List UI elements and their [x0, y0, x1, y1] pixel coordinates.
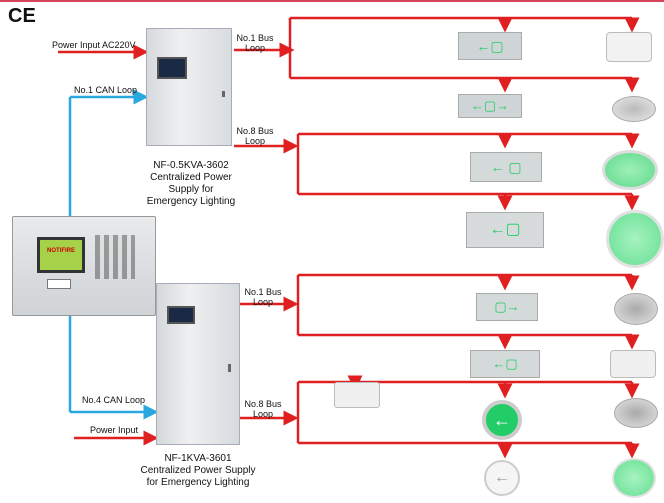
bus-top-1-label: No.1 Bus Loop	[232, 33, 278, 53]
exit-sign-5: ▢→	[476, 293, 538, 321]
cabinet-top-caption: NF-0.5KVA-3602 Centralized Power Supply …	[126, 160, 256, 208]
fire-controller: NOTIFIRE	[12, 216, 156, 316]
emergency-light-2	[610, 350, 656, 378]
emergency-light-1	[606, 32, 652, 62]
cabinet-bottom-display	[167, 306, 195, 324]
bus-bot-8-line1: No.8 Bus	[244, 399, 282, 409]
can-loop-1-label: No.1 CAN Loop	[74, 85, 138, 95]
bus-top-1-line2: Loop	[244, 43, 266, 53]
exit-sign-2: ←▢→	[458, 94, 522, 118]
bus-top-1-line1: No.1 Bus	[236, 33, 274, 43]
bus-bot-1-line1: No.1 Bus	[244, 287, 282, 297]
cabinet-bottom-desc2: for Emergency Lighting	[146, 477, 250, 488]
panel-light-green-2	[606, 210, 664, 268]
cabinet-top-desc2: Supply for	[168, 184, 214, 195]
exit-sign-6: ←▢	[470, 350, 540, 378]
top-rule	[0, 0, 664, 2]
bus-bot-1-label: No.1 Bus Loop	[240, 287, 286, 307]
ce-mark: CE	[8, 5, 36, 27]
controller-screen: NOTIFIRE	[37, 237, 85, 273]
cabinet-top-handle	[222, 91, 225, 97]
exit-sign-3: ← ▢	[470, 152, 542, 182]
downlight-2	[614, 293, 658, 325]
round-exit-sign-white: ←	[484, 460, 520, 496]
controller-keypad	[95, 235, 135, 279]
bus-top-8-line1: No.8 Bus	[236, 126, 274, 136]
cabinet-top-display	[157, 57, 187, 79]
bus-top-8-line2: Loop	[244, 136, 266, 146]
bus-bot-8-label: No.8 Bus Loop	[240, 399, 286, 419]
power-input-top-label: Power Input AC220V	[52, 40, 136, 50]
cabinet-top	[146, 28, 232, 146]
cabinet-top-desc1: Centralized Power	[150, 172, 232, 183]
bus-bot-8-line2: Loop	[252, 409, 274, 419]
round-exit-sign: ←	[482, 400, 522, 440]
downlight-3	[614, 398, 658, 428]
cabinet-bottom-model: NF-1KVA-3601	[164, 453, 232, 464]
can-loop-4-label: No.4 CAN Loop	[82, 395, 146, 405]
bus-bot-1-line2: Loop	[252, 297, 274, 307]
downlight-1	[612, 96, 656, 122]
exit-sign-1: ←▢	[458, 32, 522, 60]
controller-printer	[47, 279, 71, 289]
panel-light-green-3	[612, 458, 656, 498]
exit-sign-4: ←▢	[466, 212, 544, 248]
panel-light-green-1	[602, 150, 658, 190]
ceiling-light-small	[334, 382, 380, 408]
cabinet-bottom-desc1: Centralized Power Supply	[140, 465, 256, 476]
cabinet-bottom-handle	[228, 364, 231, 372]
cabinet-bottom	[156, 283, 240, 445]
power-input-bottom-label: Power Input	[90, 425, 139, 435]
cabinet-top-model: NF-0.5KVA-3602	[153, 160, 229, 171]
cabinet-bottom-caption: NF-1KVA-3601 Centralized Power Supply fo…	[118, 453, 278, 489]
controller-brand: NOTIFIRE	[47, 248, 75, 254]
cabinet-top-desc3: Emergency Lighting	[146, 196, 236, 207]
bus-top-8-label: No.8 Bus Loop	[232, 126, 278, 146]
